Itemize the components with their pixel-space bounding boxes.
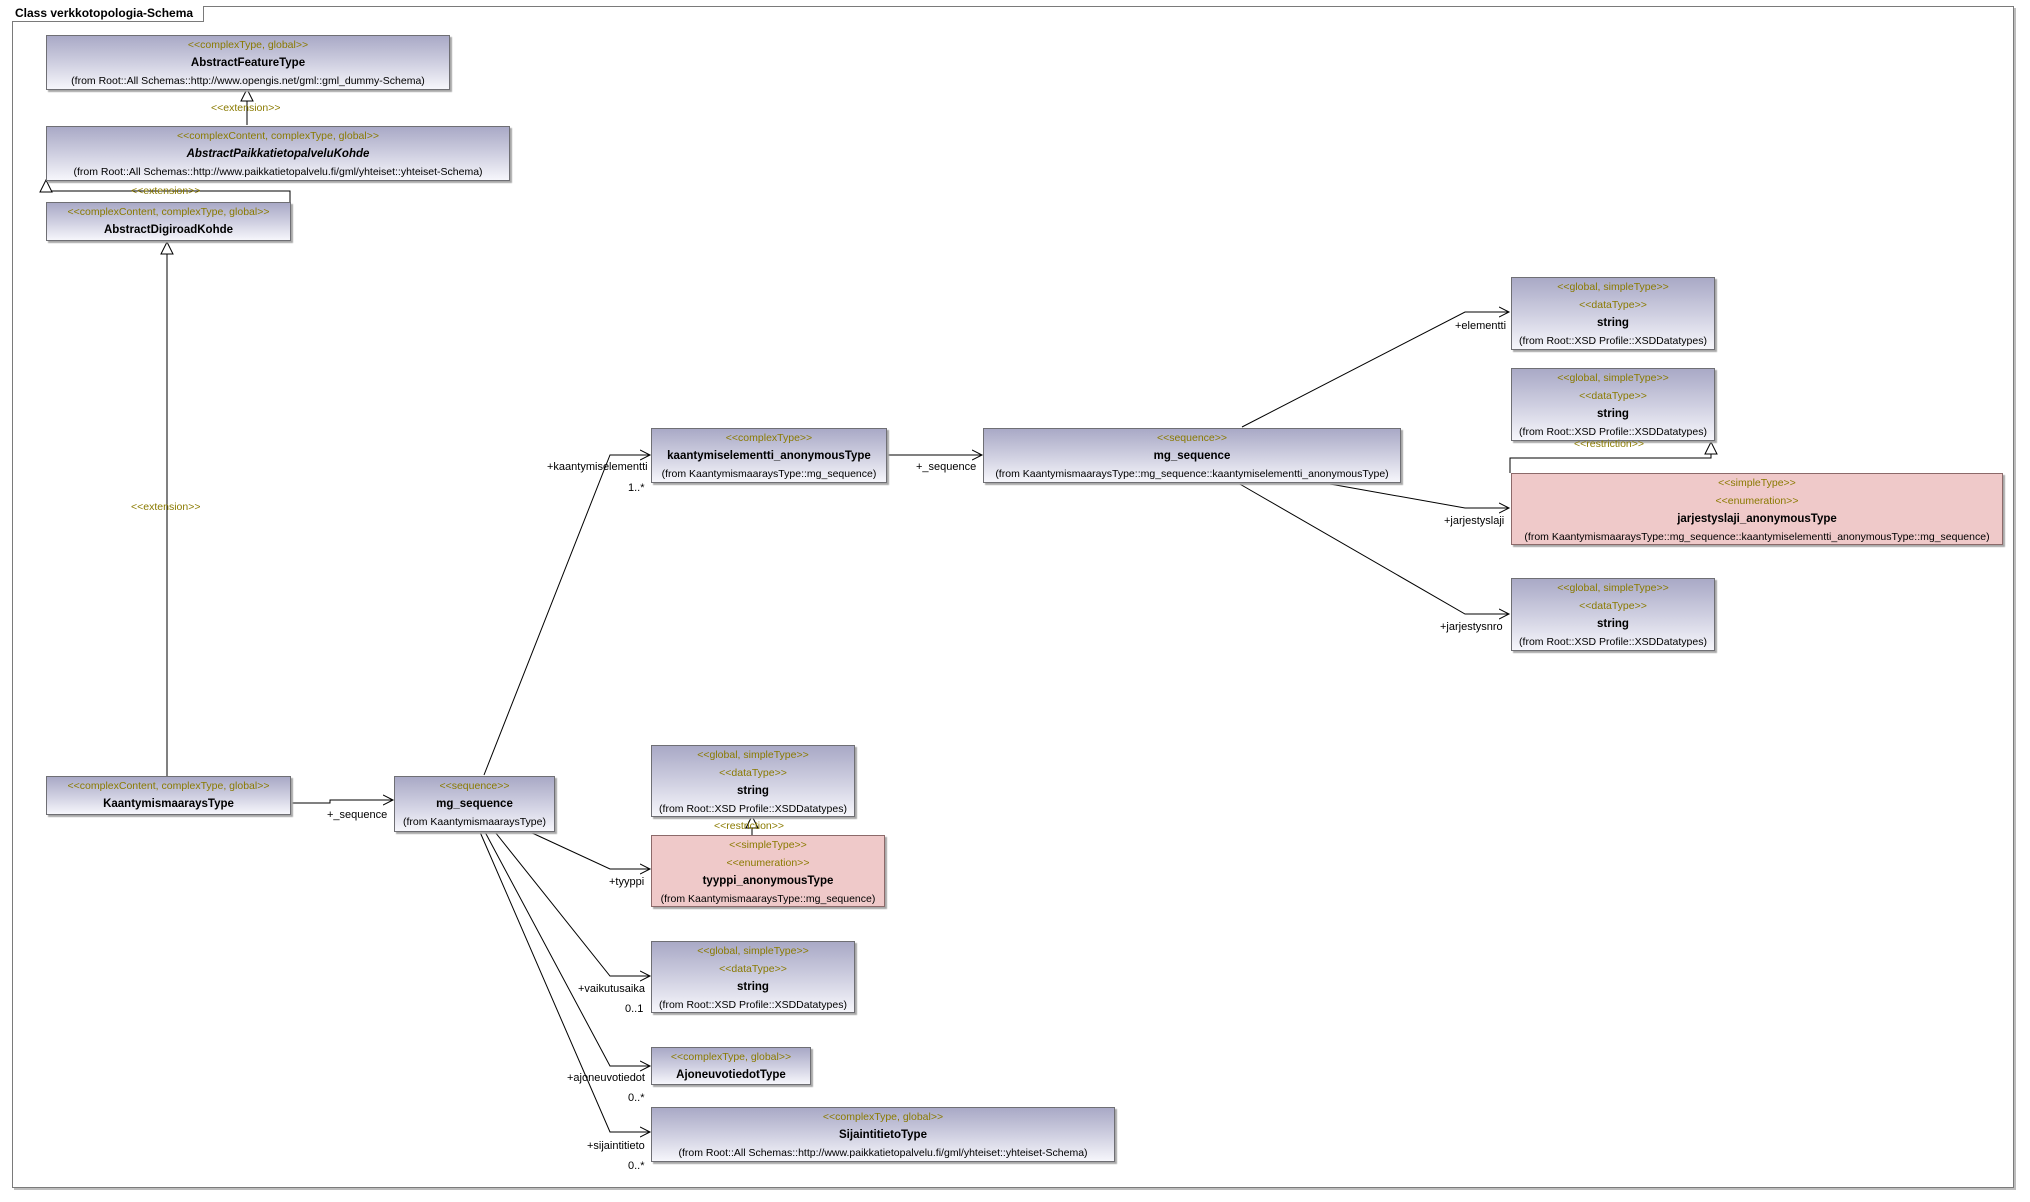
label-restriction-1: <<restriction>> — [1574, 438, 1645, 450]
mult-ajoneuvotiedot: 0..* — [628, 1092, 645, 1104]
role-sequence-2: +_sequence — [916, 461, 977, 473]
class-kaantymismaarays-type[interactable]: <<complexContent, complexType, global>> … — [46, 776, 291, 815]
role-vaikutusaika: +vaikutusaika — [578, 983, 645, 995]
role-jarjestyslaji: +jarjestyslaji — [1444, 515, 1505, 527]
edge-ext-digiroad-paikkatieto — [39, 178, 291, 202]
class-ajoneuvotiedot-type[interactable]: <<complexType, global>> AjoneuvotiedotTy… — [651, 1047, 811, 1085]
class-mg-sequence-inner[interactable]: <<sequence>> mg_sequence (from Kaantymis… — [983, 428, 1401, 483]
mult-kaantymiselementti: 1..* — [628, 482, 645, 494]
role-ajoneuvotiedot: +ajoneuvotiedot — [567, 1072, 645, 1084]
role-jarjestysnro: +jarjestysnro — [1440, 621, 1503, 633]
class-abstract-feature-type[interactable]: <<complexType, global>> AbstractFeatureT… — [46, 35, 450, 90]
label-extension-1: <<extension>> — [211, 102, 281, 114]
edge-sequence-1 — [290, 800, 393, 803]
role-elementti: +elementti — [1455, 320, 1507, 332]
class-string-restriction-base[interactable]: <<global, simpleType>> <<dataType>> stri… — [1511, 368, 1715, 441]
role-sijaintitieto: +sijaintitieto — [587, 1140, 645, 1152]
edge-tyyppi — [529, 831, 650, 869]
edge-ajoneuvotiedot — [484, 831, 650, 1066]
role-tyyppi: +tyyppi — [609, 876, 645, 888]
class-string-elementti[interactable]: <<global, simpleType>> <<dataType>> stri… — [1511, 277, 1715, 350]
edge-sijaintitieto — [479, 831, 650, 1132]
mult-vaikutusaika: 0..1 — [625, 1003, 644, 1015]
enum-tyyppi-anonymous-type[interactable]: <<simpleType>> <<enumeration>> tyyppi_an… — [651, 835, 885, 907]
label-extension-3: <<extension>> — [131, 501, 201, 513]
class-string-tyyppi-base[interactable]: <<global, simpleType>> <<dataType>> stri… — [651, 745, 855, 817]
diagram-title: Class verkkotopologia-Schema — [12, 6, 205, 22]
class-string-vaikutusaika[interactable]: <<global, simpleType>> <<dataType>> stri… — [651, 941, 855, 1013]
role-sequence-1: +_sequence — [327, 809, 388, 821]
class-mg-sequence-outer[interactable]: <<sequence>> mg_sequence (from Kaantymis… — [394, 776, 555, 832]
label-restriction-2: <<restriction>> — [714, 820, 785, 832]
mult-sijaintitieto: 0..* — [628, 1160, 645, 1172]
edge-elementti — [1241, 312, 1509, 428]
class-sijaintitieto-type[interactable]: <<complexType, global>> SijaintitietoTyp… — [651, 1107, 1115, 1162]
edge-vaikutusaika — [494, 831, 650, 976]
edge-jarjestyslaji — [1329, 483, 1509, 508]
class-kaantymiselementti-anonymous-type[interactable]: <<complexType>> kaantymiselementti_anony… — [651, 428, 887, 483]
edge-jarjestysnro — [1237, 482, 1509, 614]
edge-restriction-jarjestyslaji — [1509, 440, 1718, 473]
edge-kaantymiselementti — [483, 455, 650, 776]
class-abstract-paikkatietopalvelu-kohde[interactable]: <<complexContent, complexType, global>> … — [46, 126, 510, 181]
class-string-jarjestysnro[interactable]: <<global, simpleType>> <<dataType>> stri… — [1511, 578, 1715, 651]
role-kaantymiselementti: +kaantymiselementti — [547, 461, 648, 473]
label-extension-2: <<extension>> — [131, 185, 201, 197]
class-abstract-digiroad-kohde[interactable]: <<complexContent, complexType, global>> … — [46, 202, 291, 241]
enum-jarjestyslaji-anonymous-type[interactable]: <<simpleType>> <<enumeration>> jarjestys… — [1511, 473, 2003, 545]
